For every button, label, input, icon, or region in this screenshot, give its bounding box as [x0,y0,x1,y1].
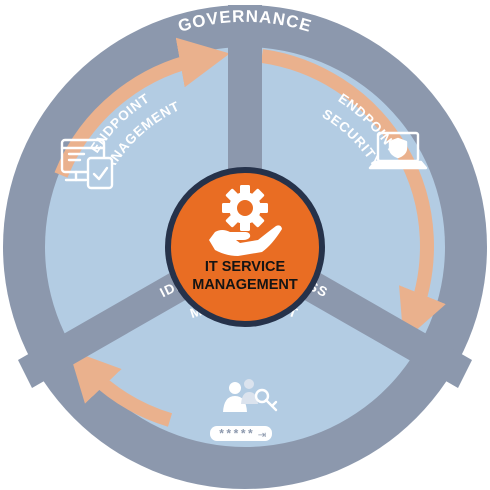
arrow-left [68,349,173,427]
devices-icon [60,138,114,190]
laptop-shield-icon [368,131,428,170]
center-label-line2: MANAGEMENT [192,277,298,293]
arrow-top [54,37,230,178]
gear-icon [222,185,268,231]
spoke-lower-right [301,270,472,388]
password-dots: ***** [218,428,254,442]
arrow-right-icon: ⇥ [258,430,266,441]
spoke-top [228,5,262,180]
spoke-lower-left [18,270,189,388]
hand-icon [209,225,282,256]
password-field [210,426,272,441]
center-label-line1: IT SERVICE [205,259,286,275]
users-key-password-icon: ***** ⇥ [210,379,278,442]
gear-hand-icon [209,185,282,256]
